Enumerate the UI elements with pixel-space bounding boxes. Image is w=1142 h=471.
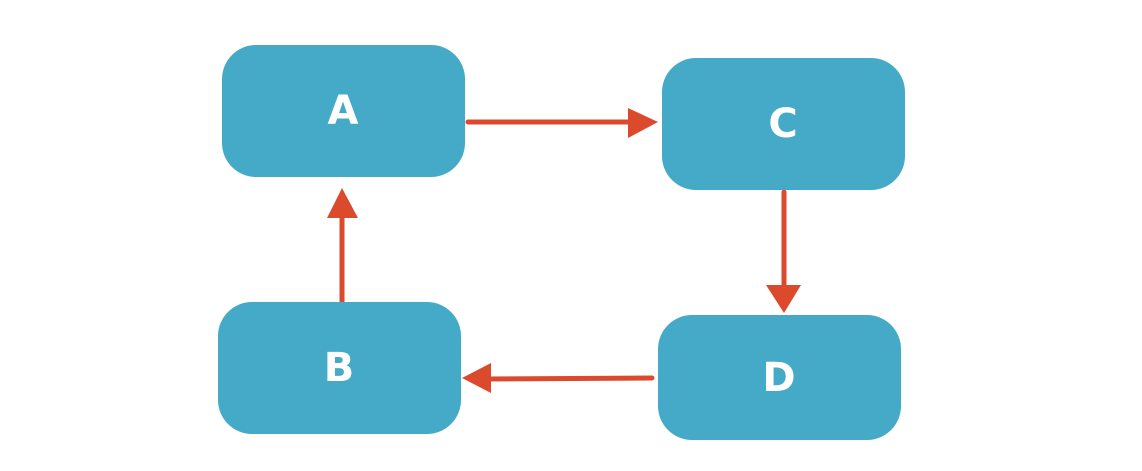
arrow-a-to-c xyxy=(465,108,658,138)
node-b: B xyxy=(218,302,461,434)
node-d: D xyxy=(658,315,901,440)
arrow-b-to-a xyxy=(327,188,358,306)
arrow-d-to-b xyxy=(462,363,655,393)
arrow-c-to-d xyxy=(766,189,801,313)
node-d-label: D xyxy=(762,354,797,401)
node-b-label: B xyxy=(323,345,356,391)
node-c: C xyxy=(662,58,905,190)
node-a: A xyxy=(222,45,465,177)
node-a-label: A xyxy=(327,88,360,134)
node-c-label: C xyxy=(768,101,799,147)
